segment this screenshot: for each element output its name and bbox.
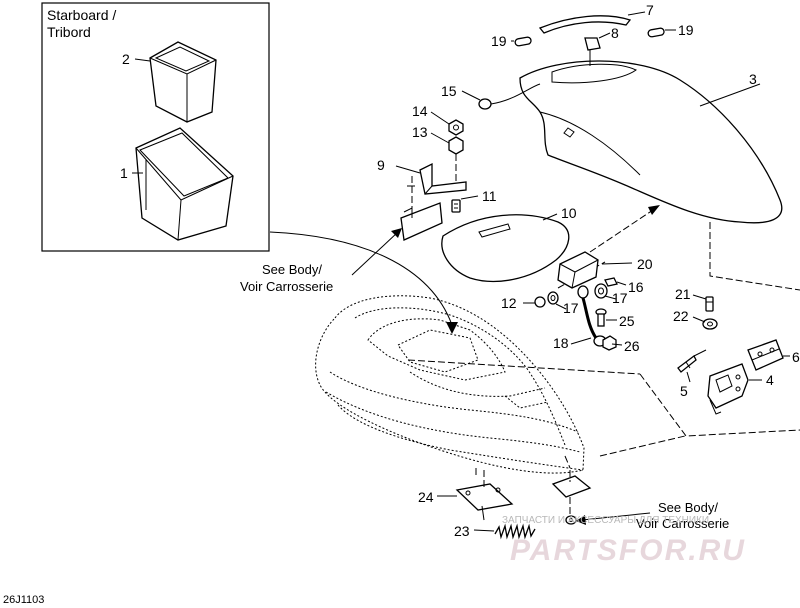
part-14-nut xyxy=(448,119,464,136)
ref-11: 11 xyxy=(482,188,497,204)
diagram-code: 26J1103 xyxy=(3,594,44,606)
ref-8: 8 xyxy=(611,25,619,41)
part-9-bracket xyxy=(419,154,467,195)
ref-18: 18 xyxy=(553,335,569,351)
part-4-hinge xyxy=(707,363,749,415)
part-17-washer-left xyxy=(547,291,559,305)
part-21-screw xyxy=(705,296,714,312)
ref-14: 14 xyxy=(412,103,428,119)
part-23-spring xyxy=(494,523,536,540)
see-body-note-2-line1: See Body/ xyxy=(658,500,718,515)
part-15-grommet xyxy=(478,83,541,110)
ref-1: 1 xyxy=(120,165,128,181)
ref-26: 26 xyxy=(624,338,640,354)
ref-13: 13 xyxy=(412,124,428,140)
inset-title-line2: Tribord xyxy=(47,24,91,40)
ref-23: 23 xyxy=(454,523,470,539)
see-body-note-1-line2: Voir Carrosserie xyxy=(240,279,333,294)
watermark-logo: PARTSFOR.RU xyxy=(510,534,746,567)
body-fastener xyxy=(565,515,577,525)
ref-7: 7 xyxy=(646,2,654,18)
see-body-note-2-line2: Voir Carrosserie xyxy=(636,516,729,531)
ref-3: 3 xyxy=(749,71,757,87)
part-10-pad xyxy=(441,214,570,283)
ref-9: 9 xyxy=(377,157,385,173)
ref-15: 15 xyxy=(441,83,457,99)
see-body-note-1-line1: See Body/ xyxy=(262,262,322,277)
part-3-seat-cover xyxy=(519,60,783,224)
part-7-strap xyxy=(538,15,632,34)
ref-12: 12 xyxy=(501,295,517,311)
inset-title-line1: Starboard / xyxy=(47,7,116,23)
part-17-washer-right xyxy=(594,283,608,299)
ref-20: 20 xyxy=(637,256,653,272)
ref-17-right: 17 xyxy=(612,290,628,306)
part-25-screw xyxy=(595,308,607,327)
ref-19-left: 19 xyxy=(491,33,507,49)
part-26-nut xyxy=(602,335,617,351)
ref-24: 24 xyxy=(418,489,434,505)
part-12-nut xyxy=(534,296,546,308)
part-2-storage-bin-insert xyxy=(149,41,217,123)
ref-16: 16 xyxy=(628,279,644,295)
ref-5: 5 xyxy=(680,383,688,399)
ref-2: 2 xyxy=(122,51,130,67)
part-24-plate xyxy=(455,470,514,521)
ref-4: 4 xyxy=(766,372,774,388)
part-11-screw xyxy=(451,199,461,213)
part-19-pin-left xyxy=(514,36,532,47)
part-6-hinge-plate xyxy=(747,339,784,371)
starboard-inset: Starboard / Tribord 2 1 xyxy=(41,2,270,252)
part-13-spacer xyxy=(448,136,464,155)
part-20-latch xyxy=(557,251,599,289)
part-8-clip xyxy=(584,37,601,66)
part-5-rivet xyxy=(677,349,707,373)
part-19-pin-right xyxy=(647,27,665,38)
ref-19-right: 19 xyxy=(678,22,694,38)
ref-17-left: 17 xyxy=(563,300,579,316)
watermark-tagline: ЗАПЧАСТИ И АКСЕССУАРЫ ДЛЯ ТЕХНИКИ xyxy=(502,515,709,526)
ref-21: 21 xyxy=(675,286,691,302)
ref-25: 25 xyxy=(619,313,635,329)
part-22-washer xyxy=(702,318,718,330)
mounting-plate-right xyxy=(551,470,592,514)
part-1-storage-bin xyxy=(135,127,234,241)
ref-6: 6 xyxy=(792,349,800,365)
latch-mount-block xyxy=(400,176,443,241)
part-16-screw xyxy=(604,277,618,287)
body-hull-outline xyxy=(315,295,585,474)
ref-22: 22 xyxy=(673,308,689,324)
ref-10: 10 xyxy=(561,205,577,221)
